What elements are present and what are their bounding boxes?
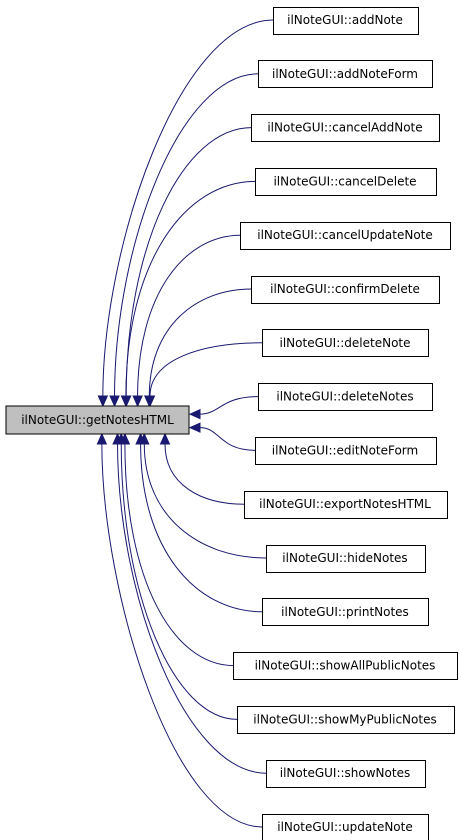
caller-node[interactable]: ilNoteGUI::deleteNotes: [258, 383, 433, 411]
call-edge: [125, 127, 252, 397]
caller-node[interactable]: ilNoteGUI::exportNotesHTML: [244, 491, 448, 519]
caller-node-box: [255, 437, 437, 465]
arrowhead: [132, 395, 143, 408]
call-edge: [143, 443, 267, 559]
caller-node-label: ilNoteGUI::addNote: [287, 13, 403, 27]
caller-node-label: ilNoteGUI::showAllPublicNotes: [255, 659, 436, 673]
caller-node-box: [255, 168, 437, 196]
caller-node-label: ilNoteGUI::hideNotes: [282, 551, 407, 565]
caller-node[interactable]: ilNoteGUI::cancelUpdateNote: [240, 222, 451, 250]
caller-node-box: [262, 598, 429, 626]
root-node[interactable]: ilNoteGUI::getNotesHTML: [5, 405, 190, 435]
caller-node[interactable]: ilNoteGUI::showNotes: [266, 760, 426, 788]
call-edge: [140, 443, 263, 613]
call-edge: [148, 288, 252, 397]
caller-node-box: [251, 114, 440, 142]
caller-node[interactable]: ilNoteGUI::printNotes: [262, 598, 429, 626]
caller-node-label: ilNoteGUI::deleteNote: [280, 336, 411, 350]
caller-node[interactable]: ilNoteGUI::updateNote: [262, 814, 429, 840]
caller-node[interactable]: ilNoteGUI::cancelAddNote: [251, 114, 440, 142]
call-edge: [102, 19, 274, 397]
caller-node-label: ilNoteGUI::cancelAddNote: [267, 121, 422, 135]
caller-node-box: [273, 7, 419, 35]
root-node-box: [5, 405, 190, 435]
edges-layer: [96, 19, 274, 828]
call-edge: [120, 443, 238, 720]
call-edge: [114, 73, 259, 397]
caller-node[interactable]: ilNoteGUI::editNoteForm: [255, 437, 437, 465]
caller-node-label: ilNoteGUI::updateNote: [277, 820, 412, 834]
nodes-layer: ilNoteGUI::getNotesHTML ilNoteGUI::addNo…: [5, 7, 458, 840]
call-edge: [125, 180, 256, 397]
caller-node-box: [240, 222, 451, 250]
caller-node[interactable]: ilNoteGUI::cancelDelete: [255, 168, 437, 196]
caller-node-label: ilNoteGUI::cancelUpdateNote: [257, 228, 433, 242]
caller-node-label: ilNoteGUI::showNotes: [280, 766, 410, 780]
call-edge: [149, 342, 263, 397]
call-edge: [117, 443, 267, 774]
caller-node[interactable]: ilNoteGUI::showAllPublicNotes: [233, 652, 458, 680]
caller-node[interactable]: ilNoteGUI::hideNotes: [266, 545, 426, 573]
root-node-label: ilNoteGUI::getNotesHTML: [21, 413, 174, 427]
call-edge: [137, 234, 241, 397]
arrowhead: [188, 408, 201, 420]
arrowhead: [112, 432, 123, 445]
caller-node-label: ilNoteGUI::deleteNotes: [276, 390, 413, 404]
call-edge: [199, 427, 256, 451]
caller-node-box: [233, 652, 458, 680]
caller-node-box: [266, 545, 426, 573]
caller-node[interactable]: ilNoteGUI::addNote: [273, 7, 419, 35]
caller-node-label: ilNoteGUI::editNoteForm: [272, 443, 418, 457]
call-edge: [199, 396, 259, 415]
caller-node[interactable]: ilNoteGUI::confirmDelete: [251, 276, 440, 304]
arrowhead: [159, 432, 171, 445]
caller-node-label: ilNoteGUI::printNotes: [281, 605, 409, 619]
caller-node-label: ilNoteGUI::cancelDelete: [273, 174, 416, 188]
caller-node-label: ilNoteGUI::addNoteForm: [272, 67, 418, 81]
caller-node-box: [251, 276, 440, 304]
arrowhead: [97, 395, 109, 408]
caller-node-label: ilNoteGUI::confirmDelete: [270, 282, 420, 296]
call-edge: [164, 443, 245, 505]
arrowhead: [144, 395, 156, 408]
arrowhead: [188, 422, 201, 433]
arrowhead: [135, 432, 146, 445]
arrowhead: [120, 395, 132, 408]
arrowhead: [96, 432, 108, 445]
caller-node-label: ilNoteGUI::exportNotesHTML: [259, 497, 431, 511]
caller-node-box: [266, 760, 426, 788]
call-edge: [124, 443, 234, 667]
caller-node-box: [244, 491, 448, 519]
caller-node[interactable]: ilNoteGUI::showMyPublicNotes: [237, 706, 455, 734]
caller-node-label: ilNoteGUI::showMyPublicNotes: [253, 712, 436, 726]
call-edge: [101, 443, 263, 828]
caller-node-box: [237, 706, 455, 734]
caller-node-box: [262, 329, 429, 357]
caller-node[interactable]: ilNoteGUI::addNoteForm: [258, 60, 433, 88]
caller-node[interactable]: ilNoteGUI::deleteNote: [262, 329, 429, 357]
caller-node-box: [262, 814, 429, 840]
arrowhead: [109, 395, 120, 408]
caller-node-box: [258, 60, 433, 88]
caller-node-box: [258, 383, 433, 411]
